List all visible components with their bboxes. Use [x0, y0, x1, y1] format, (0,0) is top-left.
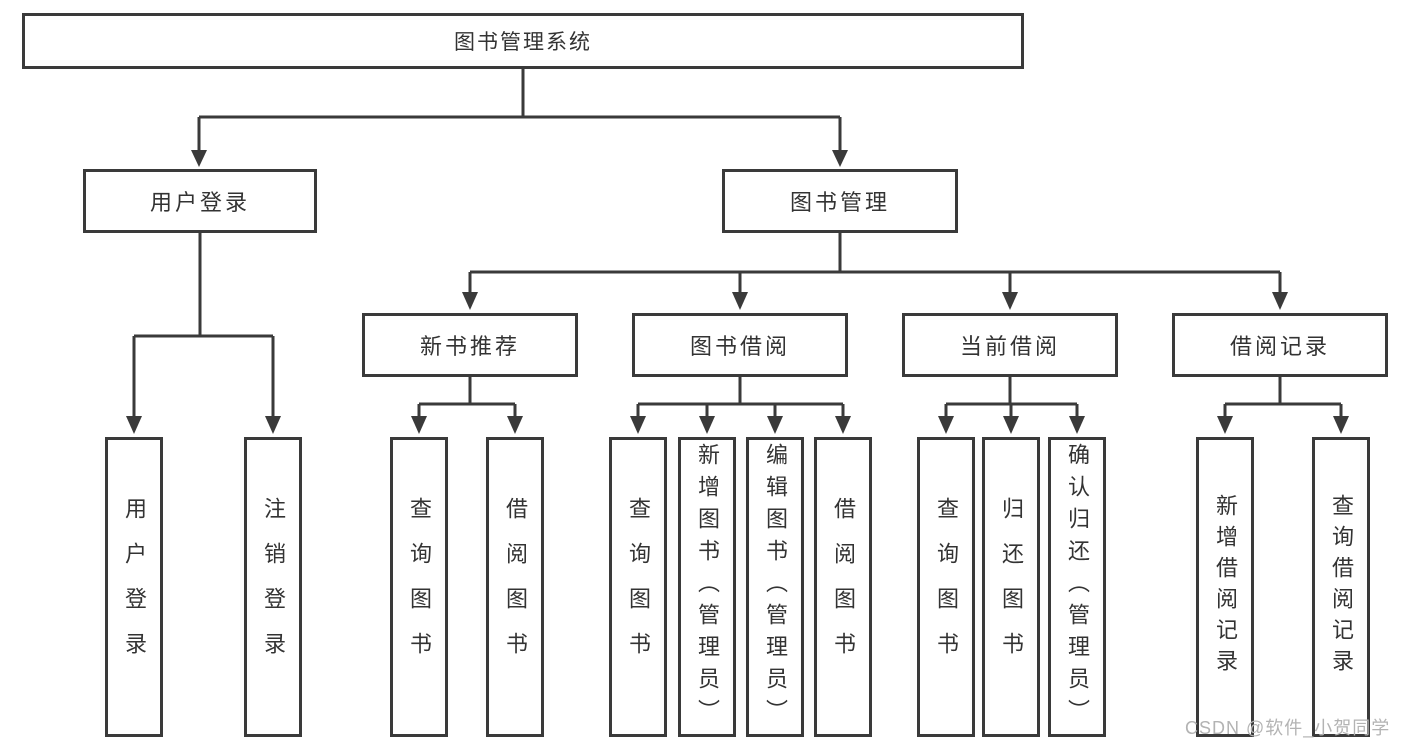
- leaf-query-books-borrow: 查询图书: [609, 437, 667, 737]
- connector-borrow-records-children: [1217, 377, 1349, 434]
- connector-new-book-children: [411, 377, 523, 434]
- leaf-logout: 注销登录: [244, 437, 302, 737]
- leaf-user-login: 用户登录: [105, 437, 163, 737]
- connector-book-borrow-children: [630, 377, 851, 434]
- node-library-management-system: 图书管理系统: [22, 13, 1024, 69]
- node-borrowing-records: 借阅记录: [1172, 313, 1388, 377]
- connector-root-to-level2: [191, 69, 848, 167]
- leaf-borrow-books: 借阅图书: [814, 437, 872, 737]
- node-book-management: 图书管理: [722, 169, 958, 233]
- leaf-query-books-current: 查询图书: [917, 437, 975, 737]
- leaf-add-books-admin: 新增图书（管理员）: [678, 437, 736, 737]
- connector-user-login-children: [126, 233, 281, 434]
- leaf-edit-books-admin: 编辑图书（管理员）: [746, 437, 804, 737]
- node-new-book-recommendation: 新书推荐: [362, 313, 578, 377]
- csdn-watermark: CSDN @软件_小贺同学: [1185, 718, 1391, 738]
- node-book-borrowing: 图书借阅: [632, 313, 848, 377]
- leaf-query-books-recommend: 查询图书: [390, 437, 448, 737]
- leaf-borrow-books-recommend: 借阅图书: [486, 437, 544, 737]
- connector-current-borrow-children: [938, 377, 1085, 434]
- node-user-login: 用户登录: [83, 169, 317, 233]
- node-current-borrowing: 当前借阅: [902, 313, 1118, 377]
- leaf-return-books: 归还图书: [982, 437, 1040, 737]
- leaf-query-borrow-record: 查询借阅记录: [1312, 437, 1370, 737]
- connector-book-mgmt-children: [462, 233, 1288, 310]
- leaf-confirm-return-admin: 确认归还（管理员）: [1048, 437, 1106, 737]
- leaf-add-borrow-record: 新增借阅记录: [1196, 437, 1254, 737]
